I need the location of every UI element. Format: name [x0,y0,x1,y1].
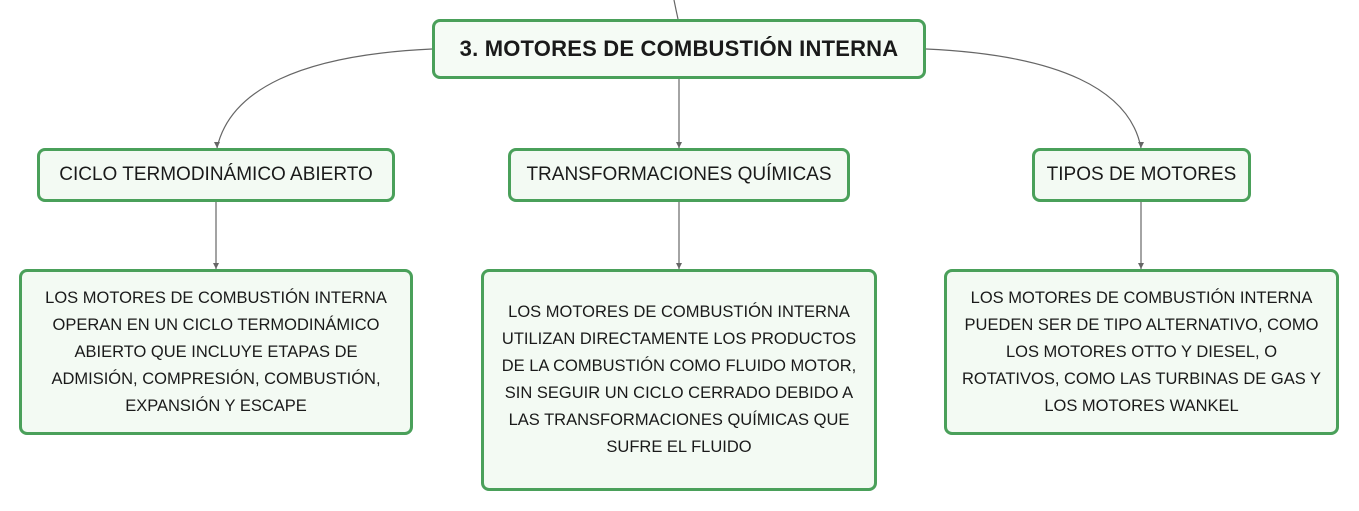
connector-root-branch3 [925,48,1142,149]
connector-root-branch1 [216,48,433,149]
branch-transformaciones-quimicas[interactable]: TRANSFORMACIONES QUÍMICAS [508,148,850,202]
detail-text: LOS MOTORES DE COMBUSTIÓN INTERNA OPERAN… [45,288,387,415]
connector-incoming [673,0,679,20]
arrowhead-3 [1138,142,1144,148]
detail-text: LOS MOTORES DE COMBUSTIÓN INTERNA PUEDEN… [961,288,1322,415]
detail-transformaciones-quimicas[interactable]: LOS MOTORES DE COMBUSTIÓN INTERNA UTILIZ… [481,269,877,491]
root-topic-label: 3. MOTORES DE COMBUSTIÓN INTERNA [459,36,899,61]
branch-ciclo-termodinamico[interactable]: CICLO TERMODINÁMICO ABIERTO [37,148,395,202]
detail-ciclo-termodinamico[interactable]: LOS MOTORES DE COMBUSTIÓN INTERNA OPERAN… [19,269,413,435]
branch-label: CICLO TERMODINÁMICO ABIERTO [59,164,373,185]
branch-tipos-de-motores[interactable]: TIPOS DE MOTORES [1032,148,1251,202]
arrowhead-6 [1138,263,1144,269]
branch-label: TRANSFORMACIONES QUÍMICAS [526,164,832,185]
detail-text: LOS MOTORES DE COMBUSTIÓN INTERNA UTILIZ… [501,303,857,456]
root-topic[interactable]: 3. MOTORES DE COMBUSTIÓN INTERNA [432,19,926,79]
arrowhead-4 [213,263,219,269]
detail-tipos-de-motores[interactable]: LOS MOTORES DE COMBUSTIÓN INTERNA PUEDEN… [944,269,1339,435]
arrowhead-2 [676,142,682,148]
arrowhead-5 [676,263,682,269]
branch-label: TIPOS DE MOTORES [1046,164,1237,185]
arrowhead-1 [214,142,220,148]
